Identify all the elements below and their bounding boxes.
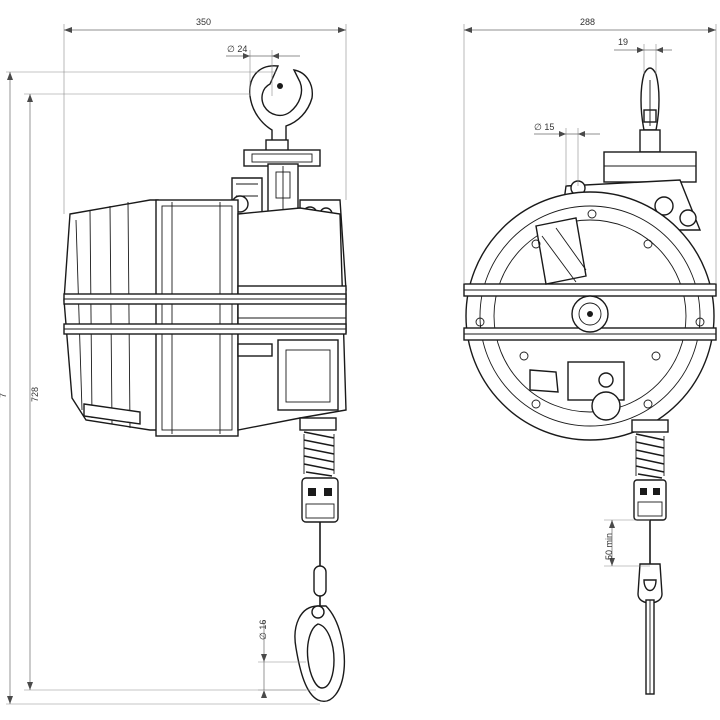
side-bottom-eye <box>294 605 346 702</box>
eye-diameter-label: ∅ 16 <box>258 620 268 640</box>
front-top-hook <box>639 67 661 153</box>
body-height-label: 728 <box>30 387 40 402</box>
side-view: 350 ∅ 24 7 728 ∅ 16 <box>0 17 347 705</box>
hook-diameter-label: ∅ 24 <box>227 44 247 54</box>
front-hook-width-label: 19 <box>618 37 628 47</box>
front-view: 288 19 ∅ 15 50 min <box>463 17 717 695</box>
side-width-label: 350 <box>196 17 211 27</box>
side-drum-body <box>63 199 347 437</box>
min-length-label: 50 min <box>604 533 614 560</box>
front-width-label: 288 <box>580 17 595 27</box>
front-drum <box>463 191 717 441</box>
side-spring <box>299 417 339 606</box>
front-spring <box>631 419 669 695</box>
overall-height-label: 7 <box>0 393 8 398</box>
side-dimensions <box>6 24 347 705</box>
front-hole-diameter-label: ∅ 15 <box>534 122 554 132</box>
front-dimensions <box>463 24 717 567</box>
